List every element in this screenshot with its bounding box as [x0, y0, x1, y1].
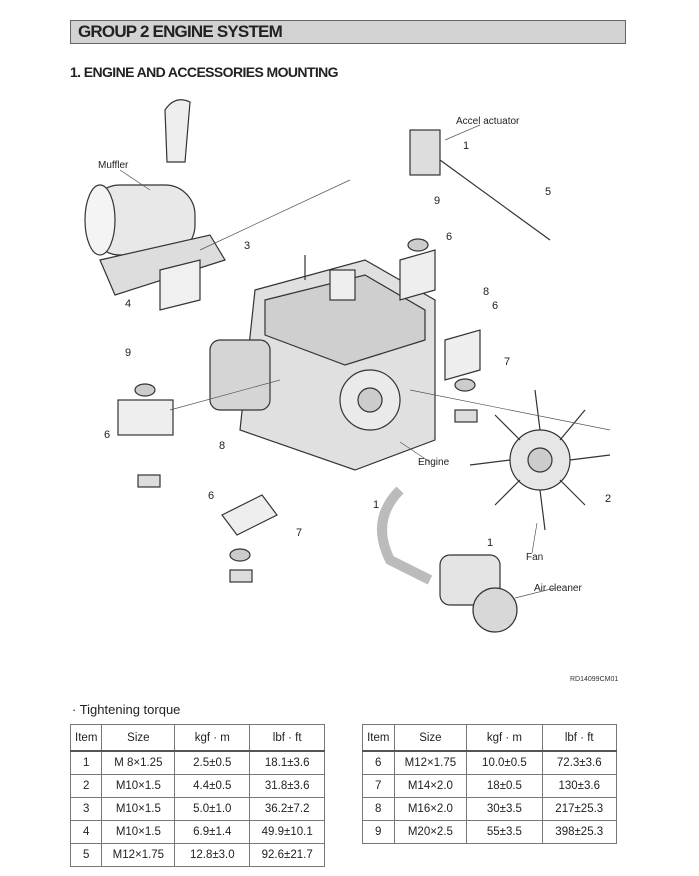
cell: 5	[69, 843, 103, 867]
leader-lines	[119, 124, 611, 599]
callout: 1	[463, 140, 470, 152]
cell: 31.8±3.6	[249, 774, 325, 798]
air-cleaner-illustration	[377, 486, 518, 633]
callout: 4	[125, 298, 132, 310]
section-title: 1. ENGINE AND ACCESSORIES MOUNTING	[70, 64, 339, 80]
cell: 2	[69, 774, 103, 798]
callout: 5	[545, 186, 552, 198]
cell: 2.5±0.5	[174, 750, 251, 775]
label-engine: Engine	[418, 457, 450, 468]
callout: 9	[434, 195, 441, 207]
header-item: Item	[362, 724, 395, 752]
cell: M10×1.5	[101, 820, 176, 844]
label-fan: Fan	[526, 552, 544, 563]
cell: 5.0±1.0	[174, 797, 251, 821]
callout: 3	[244, 240, 251, 252]
torque-title: · Tightening torque	[72, 702, 181, 717]
cell: 55±3.5	[466, 820, 543, 844]
cell: 30±3.5	[466, 797, 543, 821]
callout: 7	[504, 356, 511, 368]
callout: 6	[208, 490, 215, 502]
cell: M12×1.75	[393, 750, 468, 775]
cell: 49.9±10.1	[249, 820, 325, 844]
cell: 10.0±0.5	[466, 750, 543, 775]
cell: 18.1±3.6	[249, 750, 325, 775]
table-header-row: Item Size kgf · m lbf · ft	[362, 724, 617, 752]
label-muffler: Muffler	[98, 160, 129, 171]
callout: 8	[219, 440, 226, 452]
callout: 8	[483, 286, 490, 298]
cell: M20×2.5	[393, 820, 468, 844]
cell: 130±3.6	[541, 774, 617, 798]
figure-code: RD14099CM01	[570, 676, 619, 683]
cell: 4.4±0.5	[174, 774, 251, 798]
group-title-bar: GROUP 2 ENGINE SYSTEM	[70, 20, 626, 44]
cell: M14×2.0	[393, 774, 468, 798]
label-accel-actuator: Accel actuator	[456, 116, 520, 127]
header-size: Size	[393, 724, 468, 752]
header-kgf: kgf · m	[174, 724, 251, 752]
engine-mounting-diagram	[84, 99, 611, 633]
cell: 9	[362, 820, 395, 844]
callout: 7	[296, 527, 303, 539]
cell: 1	[69, 750, 103, 775]
callout: 2	[605, 493, 612, 505]
table-header-row: Item Size kgf · m lbf · ft	[69, 724, 325, 752]
cell: M 8×1.25	[101, 750, 176, 775]
cell: 7	[362, 774, 395, 798]
callout: 9	[125, 347, 132, 359]
fan-illustration	[469, 389, 611, 531]
header-lbf: lbf · ft	[541, 724, 617, 752]
label-air-cleaner: Air cleaner	[534, 583, 582, 594]
callout: 6	[104, 429, 111, 441]
cell: M16×2.0	[393, 797, 468, 821]
callout: 1	[373, 499, 380, 511]
cell: 72.3±3.6	[541, 750, 617, 775]
header-lbf: lbf · ft	[249, 724, 325, 752]
cell: 18±0.5	[466, 774, 543, 798]
cell: 217±25.3	[541, 797, 617, 821]
header-size: Size	[101, 724, 176, 752]
callout: 6	[446, 231, 453, 243]
group-title: GROUP 2 ENGINE SYSTEM	[78, 22, 283, 41]
cell: 6.9±1.4	[174, 820, 251, 844]
callout: 6	[492, 300, 499, 312]
cell: M10×1.5	[101, 797, 176, 821]
cell: 92.6±21.7	[249, 843, 325, 867]
mount-brackets	[117, 238, 481, 583]
cell: 8	[362, 797, 395, 821]
cell: 3	[69, 797, 103, 821]
cell: 398±25.3	[541, 820, 617, 844]
cell: M12×1.75	[101, 843, 176, 867]
cell: 4	[69, 820, 103, 844]
accel-actuator-illustration	[409, 129, 551, 241]
cell: 36.2±7.2	[249, 797, 325, 821]
cell: 12.8±3.0	[174, 843, 251, 867]
cell: 6	[362, 750, 395, 775]
header-item: Item	[69, 724, 103, 752]
engine-illustration	[209, 255, 436, 471]
cell: M10×1.5	[101, 774, 176, 798]
header-kgf: kgf · m	[466, 724, 543, 752]
muffler-illustration	[84, 99, 226, 311]
callout: 1	[487, 537, 494, 549]
